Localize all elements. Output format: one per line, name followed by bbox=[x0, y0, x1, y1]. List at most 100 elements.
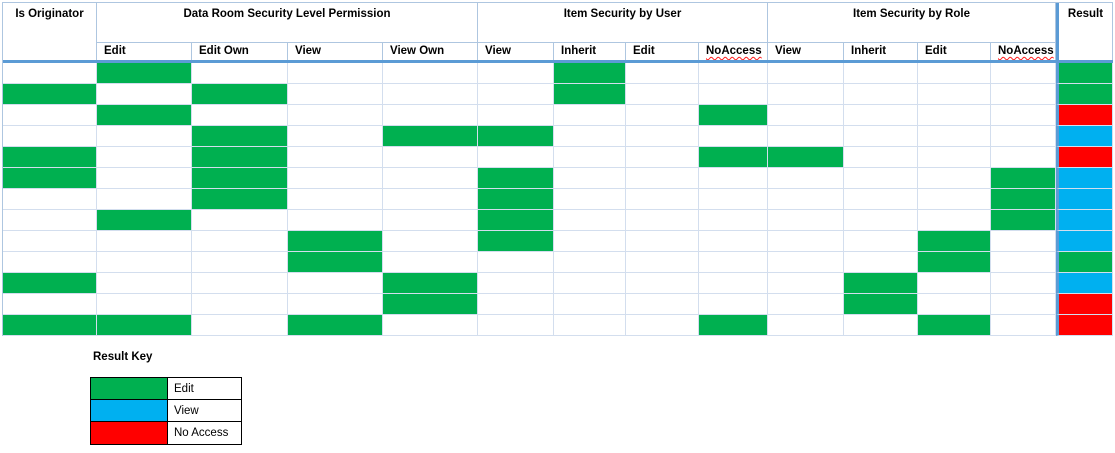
matrix-cell[interactable] bbox=[626, 294, 699, 315]
matrix-cell[interactable] bbox=[192, 252, 288, 273]
header-col-noaccess[interactable]: NoAccess bbox=[699, 43, 768, 60]
matrix-cell[interactable] bbox=[626, 189, 699, 210]
matrix-cell[interactable] bbox=[699, 189, 768, 210]
matrix-cell[interactable] bbox=[918, 210, 991, 231]
matrix-cell[interactable] bbox=[192, 147, 288, 168]
matrix-cell[interactable] bbox=[844, 63, 918, 84]
matrix-cell[interactable] bbox=[97, 168, 192, 189]
matrix-cell[interactable] bbox=[699, 252, 768, 273]
matrix-cell[interactable] bbox=[918, 168, 991, 189]
matrix-cell[interactable] bbox=[288, 294, 383, 315]
matrix-cell[interactable] bbox=[383, 252, 478, 273]
matrix-cell[interactable] bbox=[844, 294, 918, 315]
matrix-cell[interactable] bbox=[478, 294, 554, 315]
matrix-cell[interactable] bbox=[918, 231, 991, 252]
matrix-cell[interactable] bbox=[383, 294, 478, 315]
matrix-cell[interactable] bbox=[288, 147, 383, 168]
matrix-cell[interactable] bbox=[3, 252, 97, 273]
matrix-cell[interactable] bbox=[383, 147, 478, 168]
matrix-cell[interactable] bbox=[768, 147, 844, 168]
matrix-cell[interactable] bbox=[768, 105, 844, 126]
matrix-cell[interactable] bbox=[3, 168, 97, 189]
matrix-cell[interactable] bbox=[192, 189, 288, 210]
matrix-cell[interactable] bbox=[478, 126, 554, 147]
matrix-cell[interactable] bbox=[626, 84, 699, 105]
matrix-cell[interactable] bbox=[383, 105, 478, 126]
matrix-cell[interactable] bbox=[554, 147, 626, 168]
matrix-cell[interactable] bbox=[699, 84, 768, 105]
matrix-cell[interactable] bbox=[699, 168, 768, 189]
matrix-cell[interactable] bbox=[768, 315, 844, 336]
matrix-cell[interactable] bbox=[991, 126, 1056, 147]
matrix-cell[interactable] bbox=[991, 294, 1056, 315]
matrix-cell[interactable] bbox=[991, 252, 1056, 273]
header-col-view-own[interactable]: View Own bbox=[383, 43, 478, 60]
matrix-cell[interactable] bbox=[192, 84, 288, 105]
matrix-cell[interactable] bbox=[626, 231, 699, 252]
matrix-cell[interactable] bbox=[288, 210, 383, 231]
matrix-cell[interactable] bbox=[768, 63, 844, 84]
matrix-cell[interactable] bbox=[192, 210, 288, 231]
matrix-cell[interactable] bbox=[554, 252, 626, 273]
matrix-cell[interactable] bbox=[844, 189, 918, 210]
matrix-cell[interactable] bbox=[699, 273, 768, 294]
matrix-cell[interactable] bbox=[554, 231, 626, 252]
matrix-cell[interactable] bbox=[918, 105, 991, 126]
header-col-noaccess[interactable]: NoAccess bbox=[991, 43, 1056, 60]
matrix-cell[interactable] bbox=[844, 252, 918, 273]
matrix-cell[interactable] bbox=[97, 294, 192, 315]
matrix-cell[interactable] bbox=[991, 189, 1056, 210]
matrix-cell[interactable] bbox=[3, 273, 97, 294]
header-col-edit-own[interactable]: Edit Own bbox=[192, 43, 288, 60]
matrix-cell[interactable] bbox=[768, 189, 844, 210]
matrix-cell[interactable] bbox=[699, 315, 768, 336]
matrix-cell[interactable] bbox=[991, 315, 1056, 336]
result-cell[interactable] bbox=[1056, 315, 1113, 336]
matrix-cell[interactable] bbox=[97, 231, 192, 252]
matrix-cell[interactable] bbox=[768, 168, 844, 189]
matrix-cell[interactable] bbox=[844, 105, 918, 126]
matrix-cell[interactable] bbox=[383, 273, 478, 294]
matrix-cell[interactable] bbox=[991, 105, 1056, 126]
result-cell[interactable] bbox=[1056, 294, 1113, 315]
header-group-data-room-security[interactable]: Data Room Security Level Permission bbox=[97, 3, 478, 43]
result-cell[interactable] bbox=[1056, 252, 1113, 273]
matrix-cell[interactable] bbox=[97, 63, 192, 84]
matrix-cell[interactable] bbox=[991, 84, 1056, 105]
matrix-cell[interactable] bbox=[383, 84, 478, 105]
matrix-cell[interactable] bbox=[918, 294, 991, 315]
header-result[interactable]: Result bbox=[1056, 3, 1113, 60]
matrix-cell[interactable] bbox=[844, 315, 918, 336]
matrix-cell[interactable] bbox=[991, 210, 1056, 231]
matrix-cell[interactable] bbox=[478, 105, 554, 126]
matrix-cell[interactable] bbox=[918, 147, 991, 168]
matrix-cell[interactable] bbox=[844, 210, 918, 231]
matrix-cell[interactable] bbox=[383, 168, 478, 189]
matrix-cell[interactable] bbox=[97, 105, 192, 126]
header-is-originator[interactable]: Is Originator bbox=[3, 3, 97, 60]
matrix-cell[interactable] bbox=[3, 63, 97, 84]
matrix-cell[interactable] bbox=[699, 294, 768, 315]
matrix-cell[interactable] bbox=[918, 126, 991, 147]
matrix-cell[interactable] bbox=[97, 126, 192, 147]
matrix-cell[interactable] bbox=[478, 252, 554, 273]
matrix-cell[interactable] bbox=[626, 273, 699, 294]
matrix-cell[interactable] bbox=[768, 84, 844, 105]
matrix-cell[interactable] bbox=[991, 231, 1056, 252]
matrix-cell[interactable] bbox=[554, 294, 626, 315]
matrix-cell[interactable] bbox=[626, 168, 699, 189]
result-cell[interactable] bbox=[1056, 147, 1113, 168]
matrix-cell[interactable] bbox=[554, 84, 626, 105]
matrix-cell[interactable] bbox=[554, 189, 626, 210]
matrix-cell[interactable] bbox=[554, 168, 626, 189]
matrix-cell[interactable] bbox=[3, 231, 97, 252]
matrix-cell[interactable] bbox=[918, 273, 991, 294]
matrix-cell[interactable] bbox=[192, 294, 288, 315]
matrix-cell[interactable] bbox=[991, 168, 1056, 189]
result-cell[interactable] bbox=[1056, 210, 1113, 231]
matrix-cell[interactable] bbox=[918, 84, 991, 105]
matrix-cell[interactable] bbox=[478, 315, 554, 336]
header-col-inherit[interactable]: Inherit bbox=[554, 43, 626, 60]
result-cell[interactable] bbox=[1056, 126, 1113, 147]
matrix-cell[interactable] bbox=[478, 84, 554, 105]
